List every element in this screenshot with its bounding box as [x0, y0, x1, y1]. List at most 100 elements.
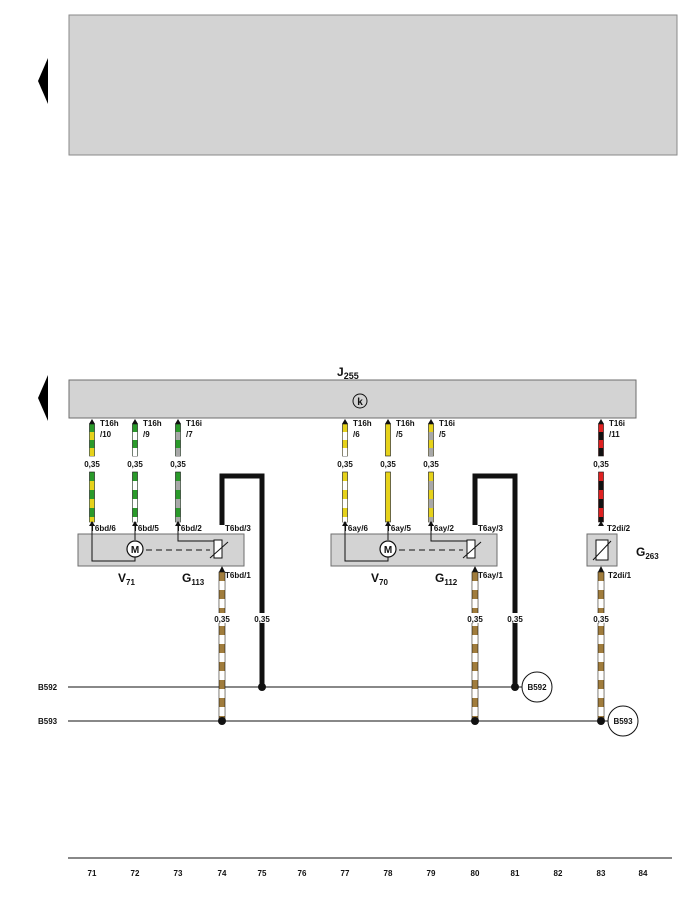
ground-wire-gauge: 0,35 [214, 615, 230, 624]
wire-gauge: 0,35 [127, 460, 143, 469]
potentiometer-arrow-g112 [462, 541, 482, 559]
ground-wire-74-stripe [219, 653, 225, 662]
junction-dot [511, 683, 519, 691]
connector-circle-b593 [607, 705, 639, 737]
ground-wire-80-stripe [472, 707, 478, 716]
top-panel [68, 14, 678, 156]
wire-73-lower [175, 471, 181, 523]
column-number: 76 [298, 869, 307, 878]
wire-pin-top: T16h [100, 419, 119, 428]
wire-83-lower-stripe [598, 481, 604, 490]
k-symbol-text: k [357, 397, 363, 408]
wire-77-lower-stripe [342, 481, 348, 490]
wire-gauge: 0,35 [84, 460, 100, 469]
wire-gauge: 0,35 [170, 460, 186, 469]
ground-wire-83 [597, 571, 605, 722]
wire-71-upper-stripe [89, 432, 95, 440]
label-g113: G113 [182, 571, 205, 587]
column-number: 72 [131, 869, 140, 878]
arrow-left-icon-top [38, 58, 48, 104]
pin-g113-top: T6bd/3 [225, 524, 251, 533]
gauge-label-bg [590, 613, 612, 623]
wire-arrow-icon [132, 521, 138, 526]
ground-wire-74-stripe [219, 671, 225, 680]
ground-wire-83-stripe [598, 581, 604, 590]
ground-wire-74-stripe [219, 581, 225, 590]
label-g113-sub: 113 [191, 578, 204, 587]
motor-icon-v71 [126, 540, 144, 558]
wire-pin-bottom: T6ay/2 [429, 524, 454, 533]
potentiometer-arrow-g113 [209, 541, 229, 559]
junction-dot [471, 717, 479, 725]
wire-72-lower [132, 471, 138, 523]
wire-72-upper-stripe [132, 448, 138, 456]
ground-wire-74-stripe [219, 635, 225, 644]
wire-78-upper [385, 423, 391, 457]
wire-79-lower-stripe [428, 481, 434, 490]
wire-arrow-icon [385, 419, 391, 424]
label-v70: V70 [371, 571, 388, 587]
column-number: 71 [88, 869, 97, 878]
ground-wire-80-stripe [472, 599, 478, 608]
wire-pin-bottom: T6bd/5 [133, 524, 159, 533]
wire-73-upper-stripe [175, 432, 181, 440]
column-number: 80 [471, 869, 480, 878]
motor-symbol-v71: M [131, 545, 139, 556]
wire-83-upper-stripe [598, 448, 604, 456]
wire-pin-top-num: /5 [396, 430, 403, 439]
wire-arrow-icon [428, 521, 434, 526]
pin-g263-bottom: T2di/1 [608, 571, 632, 580]
wire-78-lower [385, 471, 391, 523]
ground-wire-80-stripe [472, 653, 478, 662]
pin-g113-bottom: T6bd/1 [225, 571, 251, 580]
wire-arrow-icon [598, 521, 604, 526]
gauge-label-bg [251, 613, 273, 623]
k-symbol-icon [352, 393, 368, 409]
internal-wire-v70 [344, 525, 389, 562]
top-wire-group: T16h/100,35T6bd/6T16h/90,35T6bd/5T16i/70… [84, 419, 631, 533]
column-number: 84 [639, 869, 648, 878]
wire-pin-top-num: /5 [439, 430, 446, 439]
pin-g112-top: T6ay/3 [478, 524, 503, 533]
wire-arrow-icon [472, 566, 478, 572]
label-g112-sub: 112 [444, 578, 457, 587]
column-number: 74 [218, 869, 227, 878]
wire-71-lower [89, 471, 95, 523]
column-number: 77 [341, 869, 350, 878]
ground-wire-gauge: 0,35 [467, 615, 483, 624]
connector-label-b592: B592 [527, 683, 547, 692]
column-number: 81 [511, 869, 520, 878]
wire-arrow-icon [132, 419, 138, 424]
ground-wire-74-stripe [219, 689, 225, 698]
wire-79-lower-stripe [428, 499, 434, 508]
wire-pin-top: T16h [396, 419, 415, 428]
wire-79-lower [428, 471, 434, 523]
wire-pin-top-num: /11 [609, 430, 620, 439]
label-g263: G263 [636, 545, 659, 561]
column-number: 83 [597, 869, 606, 878]
wire-arrow-icon [385, 521, 391, 526]
wire-79-upper-stripe [428, 432, 434, 440]
wire-77-lower [342, 471, 348, 523]
motor-symbol-v70: M [384, 545, 392, 556]
label-g263-sub: 263 [645, 552, 659, 561]
label-g112: G112 [435, 571, 458, 587]
label-v71-sub: 71 [126, 578, 135, 587]
control-unit-box [68, 379, 637, 419]
wire-pin-top-num: /10 [100, 430, 112, 439]
motor-icon-v70 [379, 540, 397, 558]
wire-arrow-icon [175, 521, 181, 526]
column-number: 75 [258, 869, 267, 878]
bus-label-b593: B593 [38, 717, 58, 726]
column-number: 79 [427, 869, 436, 878]
wire-arrow-icon [598, 566, 604, 572]
wire-79-lower-stripe [428, 517, 434, 522]
ground-wire-74 [218, 571, 226, 722]
wire-pin-top: T16h [143, 419, 162, 428]
wire-pin-top-num: /6 [353, 430, 360, 439]
ground-wire-83-stripe [598, 635, 604, 644]
static-wiring [68, 473, 672, 859]
connector-label-b593: B593 [613, 717, 633, 726]
